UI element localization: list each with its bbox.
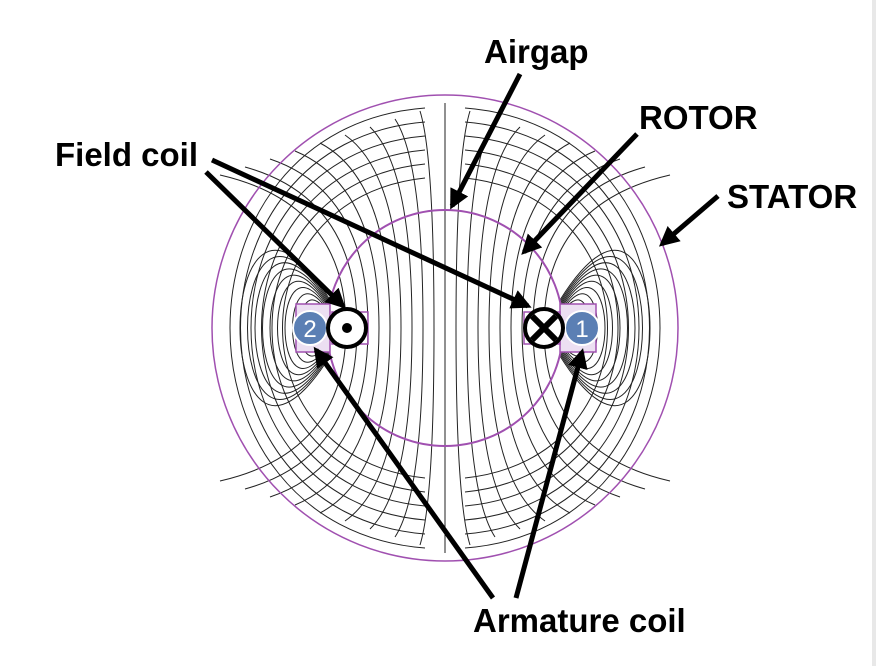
flux-line: [261, 149, 426, 507]
flux-line: [464, 121, 650, 535]
flux-line: [271, 163, 426, 493]
flux-line: [559, 280, 613, 376]
flux-line: [477, 126, 521, 530]
armature-coil-2: 2: [292, 310, 328, 346]
right-edge-divider: [872, 0, 876, 666]
flux-line: [559, 274, 621, 382]
stator-outline: [211, 94, 679, 562]
flux-line: [419, 110, 435, 546]
flux-line: [466, 118, 496, 538]
flux-line: [369, 126, 413, 530]
armature-coil-1: 1: [564, 310, 600, 346]
flux-line: [499, 142, 571, 514]
flux-line: [464, 107, 661, 549]
flux-line: [282, 177, 426, 479]
field-coil-cross-icon: [523, 307, 565, 349]
flux-line: [277, 280, 331, 376]
flux-line: [521, 158, 621, 498]
flux-line: [294, 150, 380, 506]
flux-line: [559, 256, 643, 400]
flux-line: [250, 135, 426, 521]
field-coil-label: Field coil: [55, 136, 198, 173]
flux-line: [488, 134, 546, 522]
flux-line: [240, 121, 426, 535]
field-coil-arrow-right: [210, 157, 532, 309]
flux-line: [464, 163, 619, 493]
stator-arrow: [658, 194, 720, 247]
armature-coil-label: Armature coil: [473, 602, 686, 639]
stator-label: STATOR: [727, 178, 857, 215]
flux-line: [464, 177, 608, 479]
flux-line: [269, 274, 331, 382]
flux-line: [464, 135, 640, 521]
flux-line: [262, 268, 331, 388]
airgap-arrow: [449, 72, 523, 210]
flux-line: [559, 262, 636, 394]
flux-line: [394, 118, 424, 538]
field-coil-dot-icon: [326, 307, 368, 349]
field-coil-arrow-left: [204, 170, 346, 309]
flux-line: [455, 110, 471, 546]
rotor-arrow: [521, 132, 639, 255]
flux-line: [247, 256, 331, 400]
flux-line: [284, 287, 331, 369]
flux-line: [559, 268, 628, 388]
armature-coil-arrow-right: [513, 348, 588, 599]
armature-coil-1-number: 1: [575, 316, 588, 343]
flux-line: [254, 262, 331, 394]
flux-line: [229, 107, 426, 549]
rotor-label: ROTOR: [639, 99, 758, 136]
airgap-label: Airgap: [484, 33, 589, 70]
flux-line: [344, 134, 402, 522]
armature-coil-2-number: 2: [303, 316, 316, 343]
flux-line: [319, 142, 391, 514]
armature-coil-arrow-left: [313, 346, 496, 600]
